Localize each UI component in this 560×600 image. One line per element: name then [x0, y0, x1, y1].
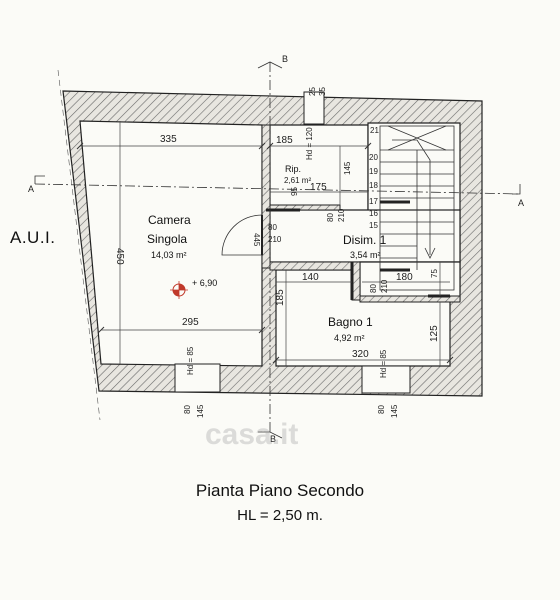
room-name-disim: Disim. 1 — [343, 233, 387, 247]
room-name-bagno: Bagno 1 — [328, 315, 373, 329]
railings — [266, 200, 450, 300]
stair-step-label: 20 — [369, 153, 378, 162]
dim-window-right-hd: Hd = 85 — [379, 349, 388, 378]
room-name-camera-2: Singola — [147, 232, 187, 246]
stair-step-label: 16 — [369, 209, 378, 218]
elevation-value: + 6,90 — [192, 278, 217, 288]
dim-bagno-height: 185 — [275, 289, 286, 306]
stair-step-label: 19 — [369, 167, 378, 176]
dim-bagno-right: 125 — [429, 325, 440, 342]
hatch-edge-left — [57, 69, 101, 421]
section-mark-a-left: A — [28, 184, 34, 194]
dim-door-bagno-210: 210 — [380, 279, 389, 293]
window-top — [303, 91, 325, 125]
stair-step-label: 18 — [369, 181, 378, 190]
window-bottom-right — [361, 365, 411, 394]
room-camera-singola — [79, 120, 263, 367]
dim-stair-75: 75 — [430, 269, 439, 278]
window-bottom-left — [174, 363, 221, 393]
dimension-lines — [80, 121, 450, 366]
dim-camera-height: 450 — [114, 248, 125, 265]
plan-height: HL = 2,50 m. — [237, 507, 323, 524]
stair-step-label: 17 — [369, 197, 378, 206]
elevation-marker — [170, 281, 188, 299]
section-mark-a-right: A — [518, 198, 524, 208]
section-mark-b-bottom: B — [270, 434, 276, 444]
dim-wall-445: 445 — [252, 233, 261, 247]
dim-rip-depth: 145 — [343, 161, 352, 175]
dim-door-camera-210: 210 — [268, 235, 282, 244]
dim-camera-bottom: 295 — [182, 317, 199, 328]
partition-bagno-top — [269, 261, 361, 271]
side-label: A.U.I. — [10, 228, 56, 247]
dim-window-right-80: 80 — [377, 405, 386, 414]
dimension-ticks — [76, 142, 454, 364]
dim-window-right-145: 145 — [390, 404, 399, 418]
dim-window-left-hd: Hd = 85 — [186, 346, 195, 375]
room-area-rip: 2,61 m² — [284, 176, 311, 185]
room-area-camera: 14,03 m² — [151, 250, 187, 260]
dim-window-left-80: 80 — [183, 405, 192, 414]
section-line-b — [257, 61, 283, 439]
watermark: casa.it — [205, 418, 299, 451]
stair-step-label: 21 — [370, 126, 379, 135]
dim-rip-height: 95 — [290, 187, 299, 196]
dim-door-rip-210: 210 — [337, 208, 346, 222]
room-name-camera: Camera — [148, 213, 191, 227]
dim-bagno-bottom: 320 — [352, 349, 369, 360]
staircase — [379, 125, 455, 291]
stair-step-label: 15 — [369, 221, 378, 230]
dim-window-top-hd: Hd = 120 — [305, 127, 314, 160]
room-area-disim: 3,54 m² — [350, 250, 381, 260]
plan-title: Pianta Piano Secondo — [195, 481, 365, 500]
door-swing-camera — [221, 214, 263, 256]
dim-window-top-25: 25 — [308, 87, 317, 96]
dim-window-top-35: 35 — [318, 87, 327, 96]
section-mark-b-top: B — [282, 54, 288, 64]
dim-rip-width: 185 — [276, 135, 293, 146]
dim-disim-width: 175 — [310, 182, 327, 193]
dim-camera-top: 335 — [160, 134, 177, 145]
dim-stair-180: 180 — [396, 272, 413, 283]
partition-camera-disim — [261, 124, 271, 269]
section-line-a — [34, 175, 521, 195]
room-area-bagno: 4,92 m² — [334, 333, 365, 343]
dim-door-rip-80: 80 — [326, 213, 335, 222]
dim-door-bagno-80: 80 — [369, 284, 378, 293]
dim-door-camera-80: 80 — [268, 223, 277, 232]
dim-bagno-top: 140 — [302, 272, 319, 283]
dim-window-left-145: 145 — [196, 404, 205, 418]
partition-bagno-right — [359, 295, 461, 303]
room-name-rip: Rip. — [285, 164, 301, 174]
